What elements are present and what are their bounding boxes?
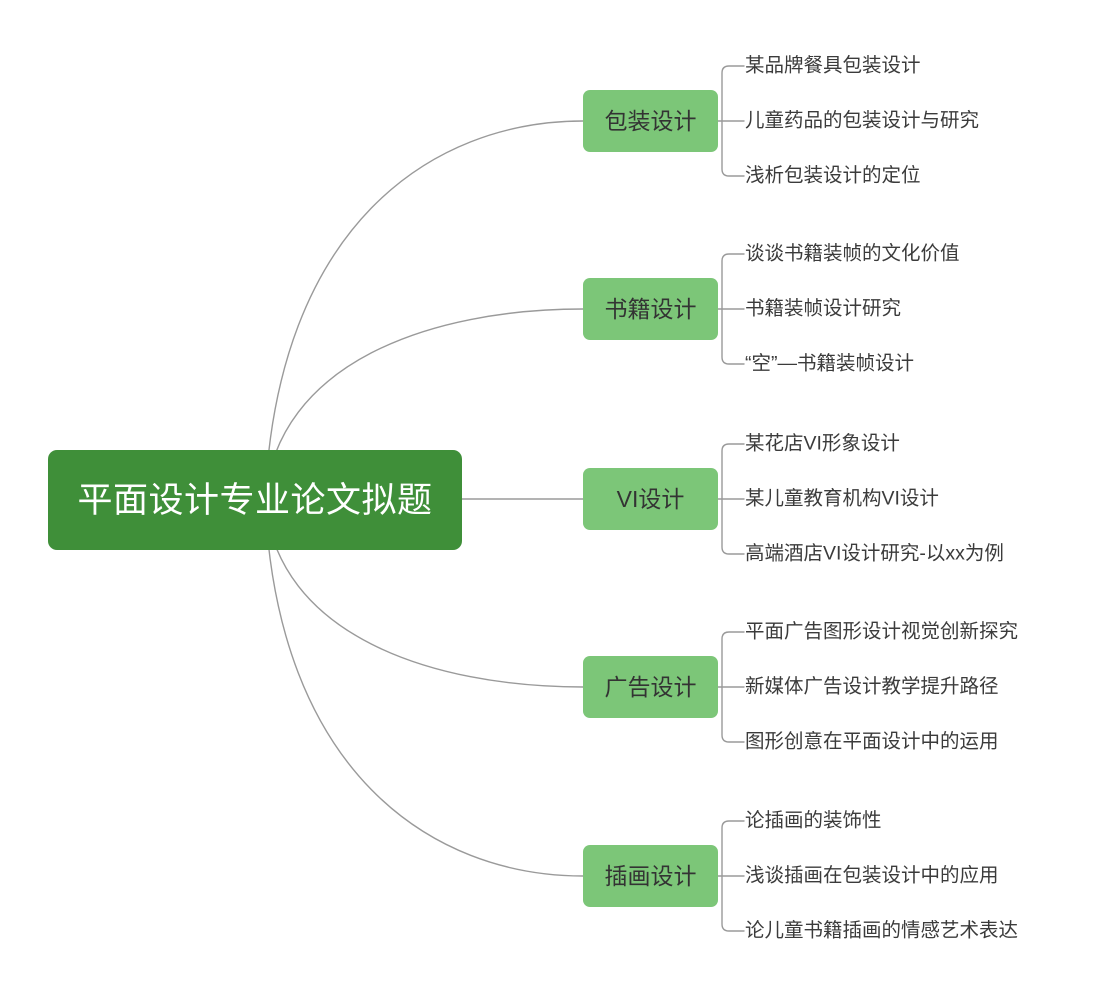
leaf-label[interactable]: 某花店VI形象设计: [745, 432, 900, 455]
branch-node-label: VI设计: [616, 485, 685, 512]
leaf-label[interactable]: 论插画的装饰性: [745, 809, 882, 832]
branch-node-label: 插画设计: [604, 862, 697, 889]
leaf-label[interactable]: 某儿童教育机构VI设计: [745, 487, 939, 510]
branch-node-label: 书籍设计: [604, 295, 697, 322]
leaf-label[interactable]: 新媒体广告设计教学提升路径: [745, 675, 999, 698]
branch-node[interactable]: 插画设计: [583, 845, 718, 907]
leaf-label[interactable]: 浅析包装设计的定位: [745, 164, 921, 187]
leaf-label[interactable]: “空”—书籍装帧设计: [745, 352, 914, 375]
leaf-label[interactable]: 论儿童书籍插画的情感艺术表达: [745, 919, 1019, 942]
leaf-label[interactable]: 高端酒店VI设计研究-以xx为例: [745, 542, 1004, 565]
branch-node-label: 包装设计: [604, 107, 697, 134]
leaf-label[interactable]: 某品牌餐具包装设计: [745, 54, 921, 77]
branch-node[interactable]: 广告设计: [583, 656, 718, 718]
root-node-label: 平面设计专业论文拟题: [77, 480, 433, 520]
branch-node-label: 广告设计: [604, 673, 697, 700]
branch-node[interactable]: 书籍设计: [583, 278, 718, 340]
branch-node[interactable]: 包装设计: [583, 90, 718, 152]
leaf-label[interactable]: 平面广告图形设计视觉创新探究: [745, 620, 1019, 643]
leaf-label[interactable]: 谈谈书籍装帧的文化价值: [745, 242, 960, 265]
branch-node[interactable]: VI设计: [583, 468, 718, 530]
leaf-label[interactable]: 书籍装帧设计研究: [745, 297, 902, 320]
leaf-label[interactable]: 浅谈插画在包装设计中的应用: [745, 864, 999, 887]
root-node[interactable]: 平面设计专业论文拟题: [48, 450, 462, 550]
leaf-label[interactable]: 图形创意在平面设计中的运用: [745, 730, 999, 753]
leaf-label[interactable]: 儿童药品的包装设计与研究: [745, 109, 980, 132]
